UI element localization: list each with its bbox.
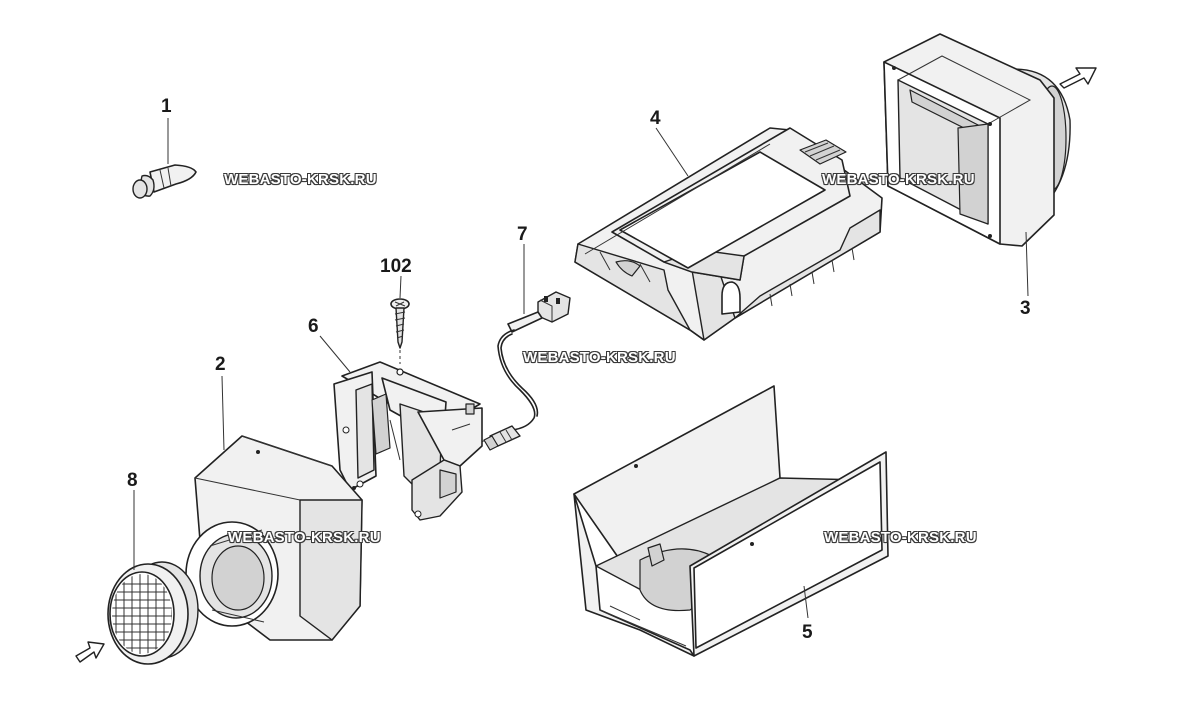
watermark-1: WEBASTO-KRSK.RU (224, 171, 377, 188)
watermark-5: WEBASTO-KRSK.RU (824, 529, 977, 546)
part-4-upper-cover (574, 127, 883, 341)
watermark-3: WEBASTO-KRSK.RU (523, 349, 676, 366)
callout-2: 2 (215, 354, 226, 375)
part-7-sensor-cable (475, 291, 571, 451)
leader-lines (133, 118, 1029, 619)
callout-7: 7 (517, 224, 528, 245)
part-3-outlet-hood (883, 33, 1097, 247)
callout-1: 1 (161, 96, 172, 117)
part-1-plug (132, 164, 197, 199)
arrow-up-right-icon (1059, 67, 1097, 89)
callout-5: 5 (802, 622, 813, 643)
part-6-control-unit (333, 361, 483, 521)
callout-4: 4 (650, 108, 661, 129)
watermark-2: WEBASTO-KRSK.RU (822, 171, 975, 188)
callout-102: 102 (380, 256, 412, 277)
part-5-lower-housing (573, 385, 889, 657)
callout-6: 6 (308, 316, 319, 337)
part-102-screw (390, 298, 410, 364)
callout-3: 3 (1020, 298, 1031, 319)
part-8-grille (75, 561, 199, 665)
callout-8: 8 (127, 470, 138, 491)
arrow-right-icon (75, 641, 105, 663)
watermark-4: WEBASTO-KRSK.RU (228, 529, 381, 546)
